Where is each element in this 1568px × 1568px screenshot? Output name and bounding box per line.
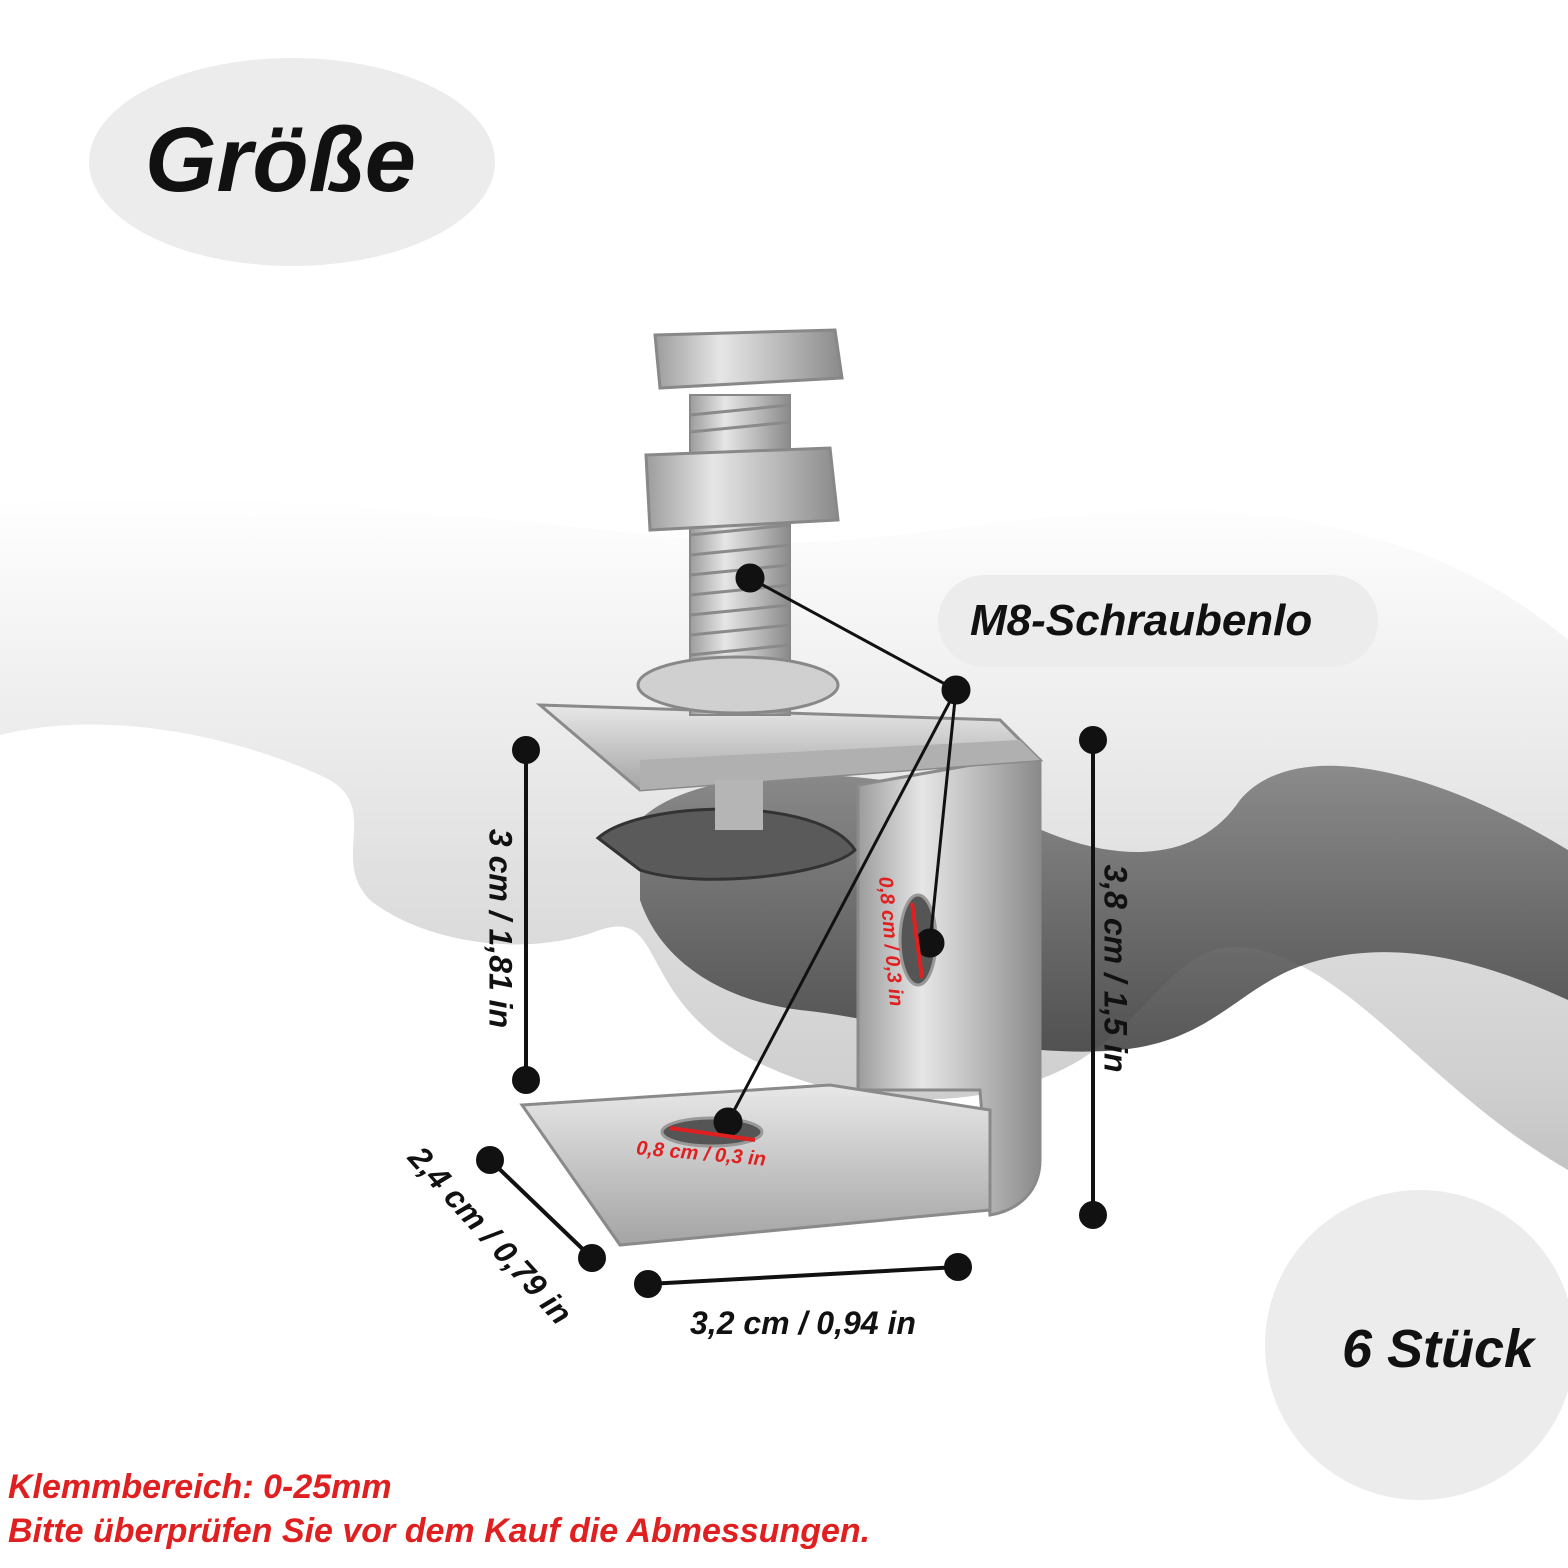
hex-nut <box>644 446 840 532</box>
dimension-height-inner: 3 cm / 1,81 in <box>482 828 519 1029</box>
title-badge <box>89 58 495 266</box>
quantity-label: 6 Stück <box>1342 1319 1535 1379</box>
dimension-lines <box>476 726 1107 1298</box>
bolt-head <box>653 328 844 390</box>
dimension-width: 3,2 cm / 0,94 in <box>690 1305 916 1341</box>
page-title: Größe <box>145 109 416 211</box>
screw-hole-callout: M8-Schraubenlo <box>970 596 1313 645</box>
swivel-pad <box>595 807 857 881</box>
clamp-range-note: Klemmbereich: 0-25mm <box>8 1468 392 1506</box>
bolt <box>595 328 857 881</box>
hole-arrows <box>669 902 924 1142</box>
dimension-height-outer: 3,8 cm / 1,5 in <box>1097 864 1134 1073</box>
check-dimensions-note: Bitte überprüfen Sie vor dem Kauf die Ab… <box>8 1512 871 1550</box>
washer <box>636 655 840 715</box>
callout-lines <box>713 563 971 1137</box>
callout-badge <box>938 575 1378 667</box>
quantity-badge <box>1265 1190 1568 1500</box>
